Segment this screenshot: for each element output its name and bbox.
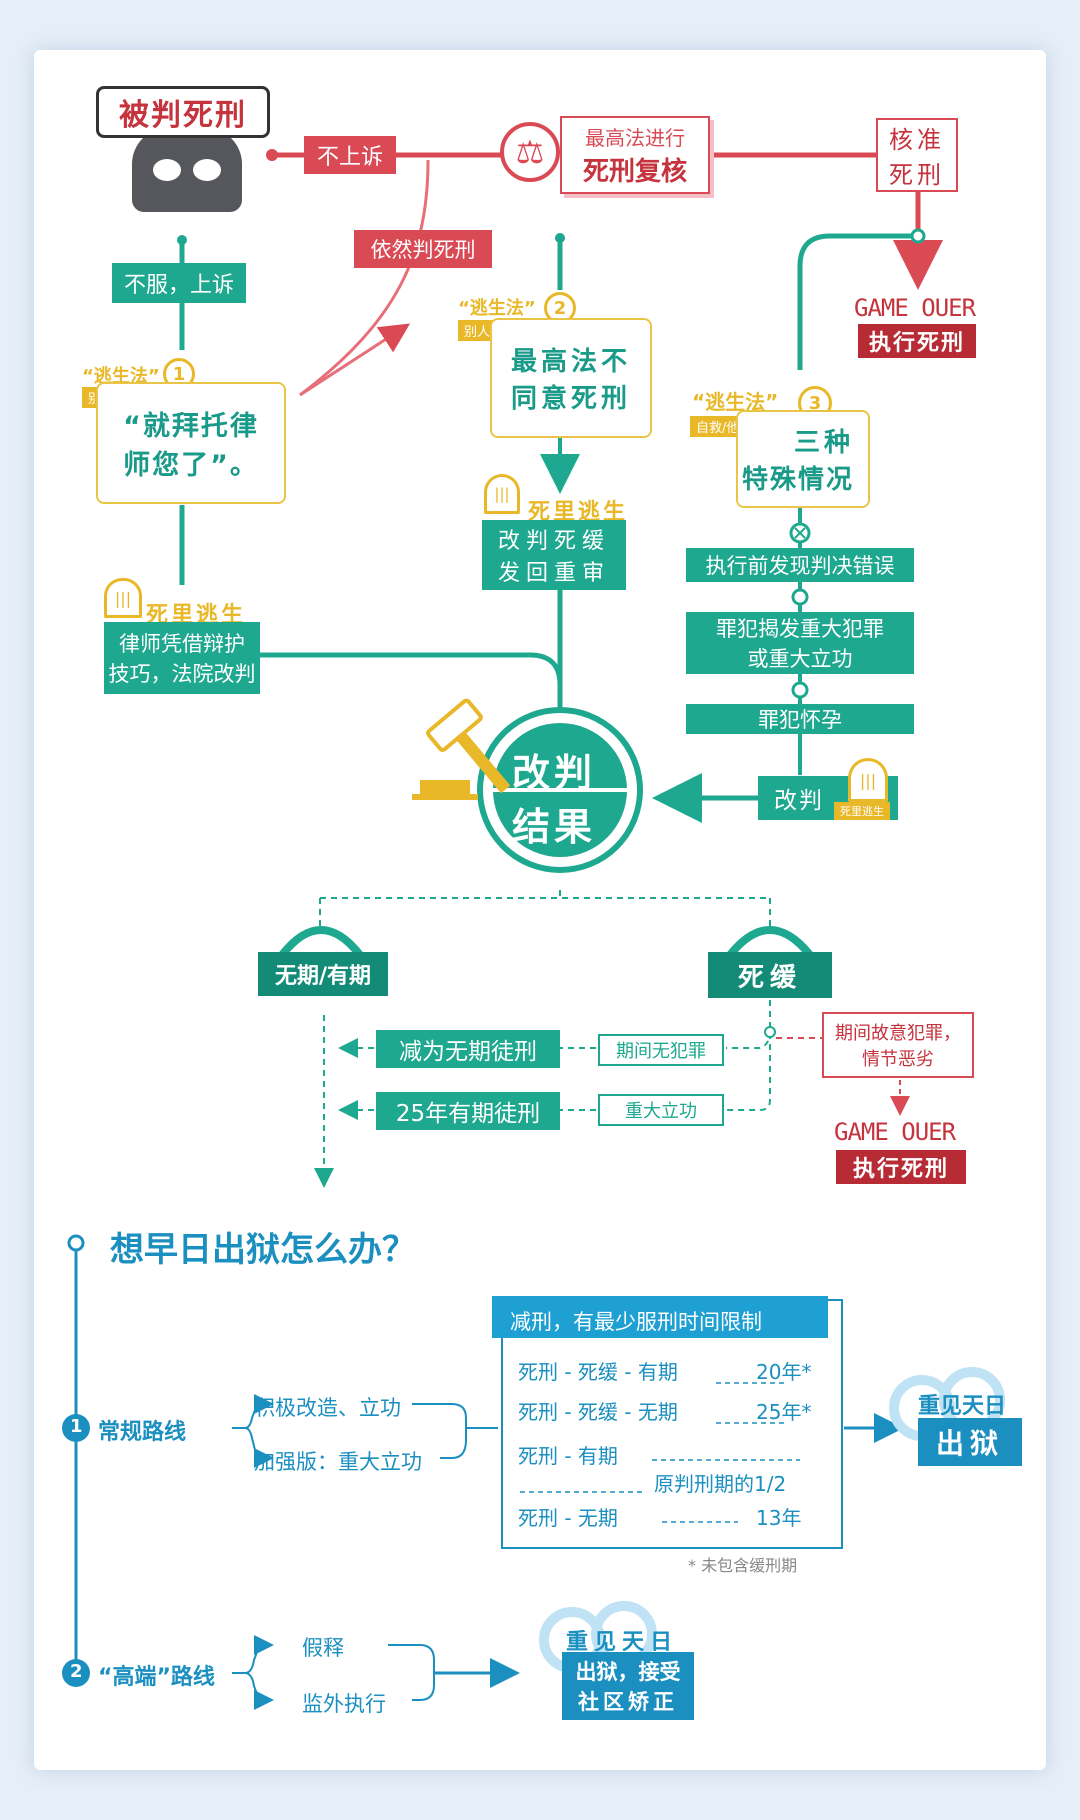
route1-label: 常规路线 bbox=[98, 1420, 187, 1445]
case-wrong-verdict: 执行前发现判决错误 bbox=[686, 548, 914, 582]
case-pregnant: 罪犯怀孕 bbox=[686, 704, 914, 734]
result-title-line2: 结果 bbox=[512, 805, 597, 849]
row1-value: 20年* bbox=[756, 1360, 812, 1384]
intentional-crime-box: 期间故意犯罪， 情节恶劣 bbox=[822, 1012, 974, 1078]
route1-option-a: 积极改造、立功 bbox=[254, 1396, 401, 1420]
escape-tag-2: “逃生法” bbox=[458, 298, 536, 319]
game-over-text-2: GAME OUER bbox=[834, 1118, 956, 1146]
game-over-text: GAME OUER bbox=[854, 294, 976, 322]
route1-option-b: 加强版：重大立功 bbox=[254, 1450, 422, 1474]
cage-icon-1: ||| bbox=[104, 578, 142, 618]
table-header: 减刑，有最少服刑时间限制 bbox=[510, 1310, 762, 1334]
execute-label: 执行死刑 bbox=[858, 324, 976, 358]
survive-small-label: 死里逃生 bbox=[834, 802, 890, 820]
lawyer-result-box: 律师凭借辩护 技巧，法院改判 bbox=[104, 622, 260, 694]
approve-box: 核准 死刑 bbox=[876, 118, 958, 192]
outside-execution-option: 监外执行 bbox=[302, 1692, 386, 1716]
cage-icon-3: ||| bbox=[848, 758, 888, 802]
release-box-2: 出狱，接受 社区矫正 bbox=[562, 1652, 694, 1720]
row4-value: 13年 bbox=[756, 1506, 802, 1530]
reduce-to-25-box: 25年有期徒刑 bbox=[376, 1092, 560, 1130]
route1-number: 1 bbox=[70, 1416, 83, 1437]
life-fixed-label: 无期/有期 bbox=[258, 952, 388, 996]
quote-box: “就拜托律 师您了”。 bbox=[96, 382, 286, 504]
merit-condition: 重大立功 bbox=[598, 1094, 724, 1126]
footnote: * 未包含缓刑期 bbox=[688, 1556, 798, 1575]
row2-value: 25年* bbox=[756, 1400, 812, 1424]
still-death-label: 依然判死刑 bbox=[354, 230, 492, 268]
row3-value: 原判刑期的1/2 bbox=[654, 1472, 787, 1496]
retrial-box: 改判死缓 发回重审 bbox=[482, 520, 626, 590]
appeal-label: 不服，上诉 bbox=[112, 263, 246, 303]
no-crime-condition: 期间无犯罪 bbox=[598, 1034, 724, 1066]
route2-number: 2 bbox=[70, 1661, 83, 1682]
result-title-line1: 改判 bbox=[512, 751, 597, 795]
early-release-question: 想早日出狱怎么办？ bbox=[110, 1230, 416, 1270]
scale-icon: ⚖ bbox=[500, 122, 560, 182]
reprieve-label: 死缓 bbox=[708, 952, 832, 998]
row4-label: 死刑 - 无期 bbox=[518, 1506, 618, 1530]
cage-icon-2: ||| bbox=[484, 474, 520, 514]
case-report-crime: 罪犯揭发重大犯罪 或重大立功 bbox=[686, 612, 914, 674]
freedom-label-2: 重见天日 bbox=[566, 1630, 679, 1655]
court-disagree-box: 最高法不 同意死刑 bbox=[490, 318, 652, 438]
parole-option: 假释 bbox=[302, 1636, 344, 1660]
reduce-to-life-box: 减为无期徒刑 bbox=[376, 1030, 560, 1068]
sentenced-label: 被判死刑 bbox=[96, 86, 270, 138]
route2-label: “高端”路线 bbox=[98, 1665, 215, 1690]
no-appeal-label: 不上诉 bbox=[304, 136, 396, 174]
release-box-1: 出狱 bbox=[918, 1418, 1022, 1466]
gavel-icon bbox=[412, 698, 511, 800]
row1-label: 死刑 - 死缓 - 有期 bbox=[518, 1360, 678, 1384]
escape-tag-1: “逃生法” bbox=[82, 366, 160, 387]
row3-label: 死刑 - 有期 bbox=[518, 1444, 618, 1468]
skull-icon bbox=[132, 128, 242, 212]
execute-label-2: 执行死刑 bbox=[836, 1150, 966, 1184]
row2-label: 死刑 - 死缓 - 无期 bbox=[518, 1400, 678, 1424]
special-cases-box: 三种 特殊情况 bbox=[736, 410, 870, 508]
freedom-label-1: 重见天日 bbox=[918, 1394, 1007, 1419]
review-box: 最高法进行 死刑复核 bbox=[560, 116, 710, 194]
